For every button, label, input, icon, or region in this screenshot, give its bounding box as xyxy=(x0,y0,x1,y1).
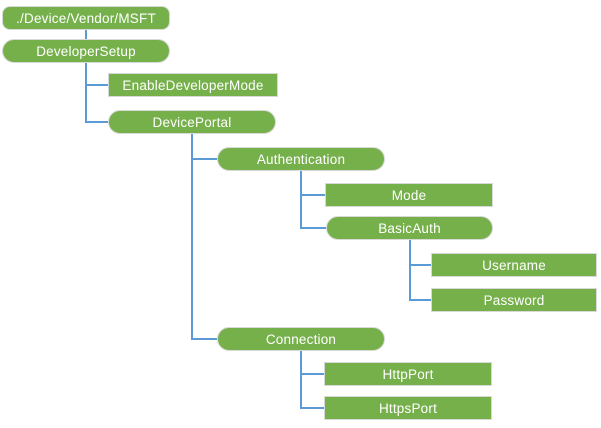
connector-basicauth-password-h xyxy=(409,299,431,301)
tree-node-developersetup: DeveloperSetup xyxy=(2,39,170,63)
connector-connection-httpsport-v xyxy=(300,351,302,409)
connector-developersetup-enabledevelopermode-h xyxy=(85,84,108,86)
tree-node-root: ./Device/Vendor/MSFT xyxy=(2,6,170,30)
tree-node-connection: Connection xyxy=(217,327,385,351)
tree-node-password: Password xyxy=(431,288,597,312)
connector-deviceportal-authentication-h xyxy=(191,158,217,160)
connector-deviceportal-connection-h xyxy=(191,338,217,340)
tree-node-httpsport: HttpsPort xyxy=(324,396,492,420)
connector-authentication-mode-h xyxy=(300,194,325,196)
tree-node-mode: Mode xyxy=(325,183,493,207)
connector-developersetup-deviceportal-h xyxy=(85,121,108,123)
connector-authentication-basicauth-v xyxy=(300,171,302,229)
connector-connection-httpport-h xyxy=(300,373,324,375)
connector-basicauth-password-v xyxy=(409,240,411,301)
tree-node-deviceportal: DevicePortal xyxy=(108,110,276,134)
tree-node-enabledevelopermode: EnableDeveloperMode xyxy=(108,73,278,97)
connector-developersetup-deviceportal-v xyxy=(85,63,87,123)
connector-root-developersetup-v xyxy=(85,30,87,39)
tree-node-httpport: HttpPort xyxy=(324,362,492,386)
connector-deviceportal-connection-v xyxy=(191,134,193,340)
tree-node-authentication: Authentication xyxy=(217,147,385,171)
connector-authentication-basicauth-h xyxy=(300,227,326,229)
connector-basicauth-username-h xyxy=(409,264,431,266)
connector-connection-httpsport-h xyxy=(300,407,324,409)
tree-node-username: Username xyxy=(431,253,597,277)
tree-node-basicauth: BasicAuth xyxy=(326,216,493,240)
